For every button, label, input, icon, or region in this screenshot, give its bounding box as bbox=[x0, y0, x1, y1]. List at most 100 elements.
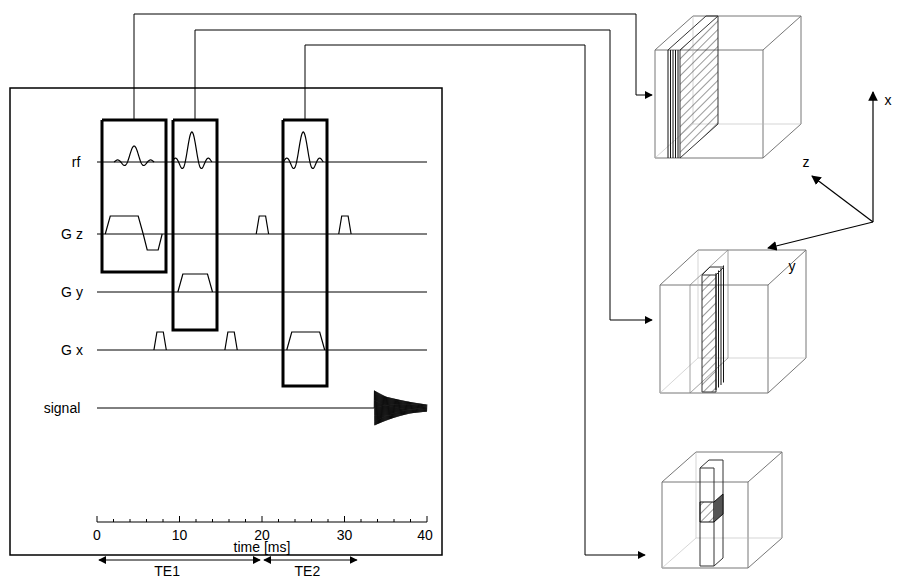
axis-tick bbox=[262, 516, 263, 522]
slice-gradient bbox=[178, 274, 213, 292]
selected-column bbox=[718, 271, 719, 388]
axis-tick bbox=[394, 519, 395, 522]
axis-arrow bbox=[872, 92, 873, 222]
axis-label: z bbox=[803, 155, 810, 169]
rf-pulse-180 bbox=[283, 132, 323, 169]
leader-line bbox=[195, 30, 652, 320]
channel-label: signal bbox=[44, 401, 81, 415]
plot-frame bbox=[10, 88, 442, 555]
cube-edge bbox=[768, 250, 806, 285]
selected-column bbox=[716, 273, 717, 390]
axis-tick bbox=[146, 519, 147, 522]
leader-line bbox=[305, 45, 645, 555]
axis-tick bbox=[229, 519, 230, 522]
cube-edge bbox=[662, 538, 782, 568]
column-outline bbox=[700, 468, 714, 566]
axis-tick bbox=[113, 519, 114, 522]
cube-edge bbox=[748, 452, 782, 482]
slice-gradient bbox=[105, 216, 143, 234]
echo-signal bbox=[374, 391, 427, 426]
tick-label: 10 bbox=[172, 528, 188, 542]
crusher-gradient bbox=[225, 332, 237, 350]
selected-column bbox=[702, 267, 724, 275]
axis-tick bbox=[377, 519, 378, 522]
axis-tick bbox=[295, 519, 296, 522]
channel-label: G x bbox=[61, 343, 83, 357]
slab-outline bbox=[690, 250, 728, 393]
cube-edge bbox=[763, 16, 801, 50]
cube-edge bbox=[655, 124, 801, 158]
selected-slab bbox=[670, 50, 671, 158]
waveforms bbox=[97, 14, 652, 560]
axis-tick bbox=[163, 519, 164, 522]
cube-edge bbox=[763, 124, 801, 158]
selected-slab bbox=[668, 50, 669, 158]
channel-baseline bbox=[97, 292, 427, 293]
selection-box bbox=[283, 120, 327, 386]
axis-tick bbox=[179, 516, 180, 522]
selected-voxel bbox=[714, 494, 723, 522]
cube-edge bbox=[696, 452, 782, 538]
cube-edge bbox=[696, 452, 697, 538]
rf-pulse-90 bbox=[114, 146, 154, 165]
slice-gradient bbox=[287, 332, 325, 350]
channel-label: G z bbox=[61, 227, 83, 241]
te-arrow bbox=[264, 560, 357, 561]
refocus-lobe bbox=[143, 234, 162, 250]
echo-time-label: TE1 bbox=[154, 564, 180, 578]
channel-baseline bbox=[97, 350, 427, 351]
axis-arrow bbox=[768, 222, 873, 248]
cube-edge bbox=[662, 482, 748, 568]
axis-tick bbox=[344, 516, 345, 522]
channel-baseline bbox=[97, 234, 427, 235]
tick-label: 40 bbox=[417, 528, 433, 542]
axis-tick bbox=[311, 519, 312, 522]
crusher-gradient bbox=[154, 332, 166, 350]
selected-column bbox=[702, 275, 716, 392]
cube-edge bbox=[660, 358, 806, 393]
axis-title: time [ms] bbox=[234, 540, 291, 554]
cube-edge bbox=[748, 538, 782, 568]
tick-label: 0 bbox=[93, 528, 101, 542]
crusher-gradient bbox=[256, 216, 268, 234]
cube-edge bbox=[768, 358, 806, 393]
selected-slab bbox=[678, 50, 679, 158]
axis-tick bbox=[278, 519, 279, 522]
cube-edge bbox=[662, 452, 696, 482]
selection-box bbox=[173, 120, 217, 330]
axis-label: x bbox=[885, 93, 892, 107]
volume-cubes bbox=[655, 16, 873, 568]
selected-slab bbox=[668, 16, 718, 50]
channel-baseline bbox=[97, 408, 374, 409]
rf-pulse-180 bbox=[172, 132, 212, 169]
axis-tick bbox=[212, 519, 213, 522]
selected-slab bbox=[673, 50, 674, 158]
axis-tick bbox=[361, 519, 362, 522]
axis-tick bbox=[97, 516, 98, 522]
axis-tick bbox=[196, 519, 197, 522]
column-outline bbox=[700, 460, 723, 566]
cube-edge bbox=[660, 250, 698, 285]
echo-time-label: TE2 bbox=[295, 564, 321, 578]
selection-box bbox=[102, 120, 166, 272]
axis-left bbox=[96, 120, 97, 522]
selected-column bbox=[721, 268, 722, 385]
channel-label: rf bbox=[72, 155, 81, 169]
crusher-gradient bbox=[339, 216, 351, 234]
axis-tick bbox=[427, 516, 428, 522]
selected-slab bbox=[680, 16, 718, 158]
tick-label: 30 bbox=[337, 528, 353, 542]
axis-tick bbox=[245, 519, 246, 522]
axis-tick bbox=[130, 519, 131, 522]
axis-label: y bbox=[789, 259, 796, 273]
selected-column bbox=[723, 266, 724, 383]
te-arrow bbox=[99, 560, 260, 561]
cube-edge bbox=[698, 250, 699, 358]
axis-arrow bbox=[812, 176, 873, 222]
channel-label: G y bbox=[61, 285, 83, 299]
selected-voxel bbox=[700, 502, 714, 522]
axis-tick bbox=[328, 519, 329, 522]
axis-tick bbox=[410, 519, 411, 522]
